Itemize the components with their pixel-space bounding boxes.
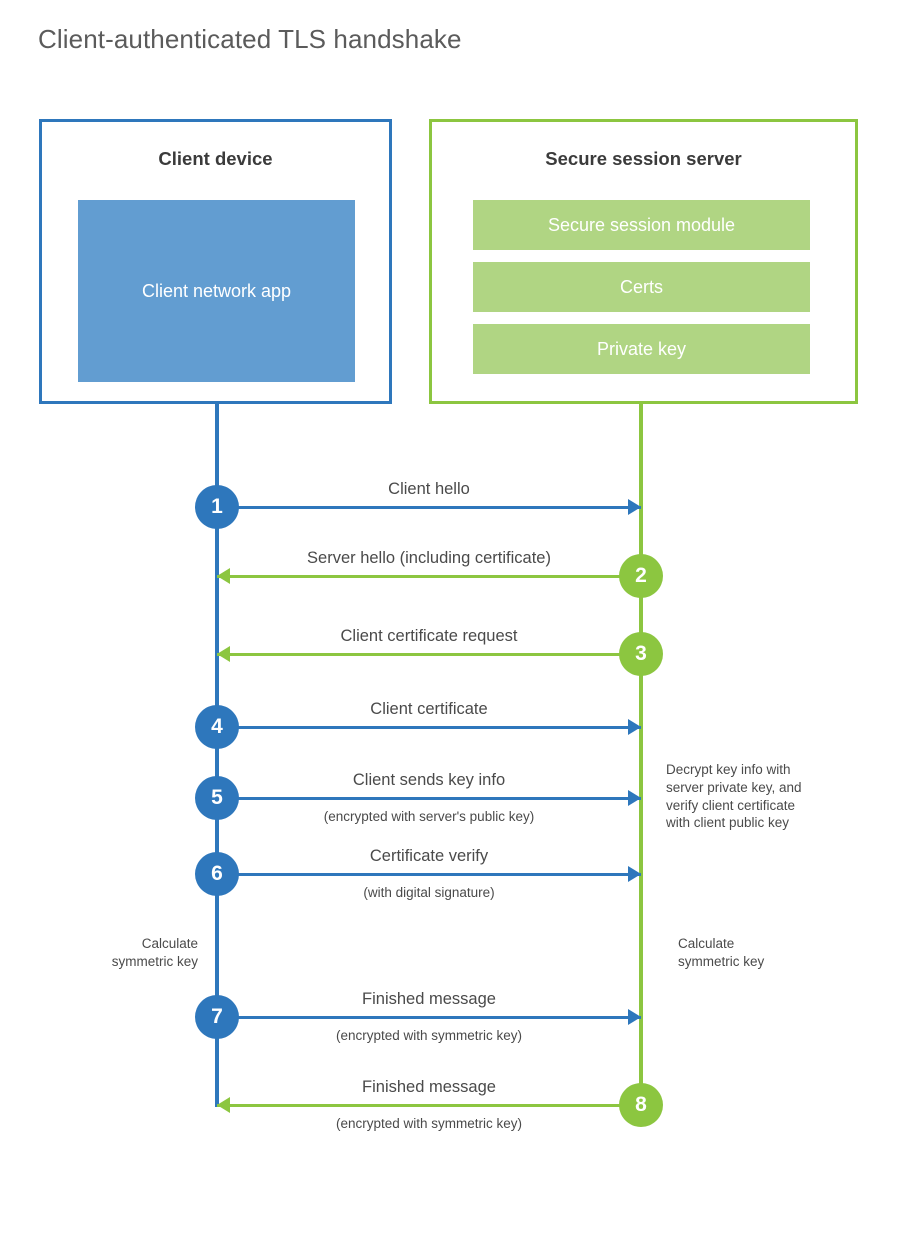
server-lifeline <box>639 404 643 1107</box>
message-arrow-4 <box>217 726 641 729</box>
note-server-calculate-symmetric-key: Calculate symmetric key <box>678 936 765 969</box>
message-label-5: Client sends key info <box>352 771 506 789</box>
message-arrow-3 <box>217 653 641 656</box>
message-label-3: Client certificate request <box>340 627 518 645</box>
message-arrow-5 <box>217 797 641 800</box>
step-circle-6[interactable]: 6 <box>195 852 239 896</box>
message-arrow-2 <box>217 575 641 578</box>
message-label-1: Client hello <box>388 480 470 498</box>
private-key-box: Private key <box>473 324 810 374</box>
certs-box: Certs <box>473 262 810 312</box>
arrowhead-icon-7 <box>628 1009 641 1025</box>
message-label-4: Client certificate <box>370 700 488 718</box>
note-server-decrypt-key-info: Decrypt key info with server private key… <box>666 762 802 831</box>
client-device-title: Client device <box>158 148 273 169</box>
step-circle-3[interactable]: 3 <box>619 632 663 676</box>
message-arrow-1 <box>217 506 641 509</box>
client-device-box: Client device Client network app <box>39 119 392 404</box>
secure-session-module-box: Secure session module <box>473 200 810 250</box>
arrowhead-icon-5 <box>628 790 641 806</box>
message-label-6: Certificate verify <box>369 847 489 865</box>
step-circle-8[interactable]: 8 <box>619 1083 663 1127</box>
message-arrow-8 <box>217 1104 641 1107</box>
message-label-7: Finished message <box>362 990 496 1008</box>
client-lifeline <box>215 404 219 1107</box>
arrowhead-icon-4 <box>628 719 641 735</box>
step-circle-2[interactable]: 2 <box>619 554 663 598</box>
arrowhead-icon-1 <box>628 499 641 515</box>
message-label-2: Server hello (including certificate) <box>307 549 551 567</box>
step-circle-5[interactable]: 5 <box>195 776 239 820</box>
message-sublabel-7: (encrypted with symmetric key) <box>335 1028 523 1043</box>
message-sublabel-8: (encrypted with symmetric key) <box>335 1116 523 1131</box>
message-arrow-6 <box>217 873 641 876</box>
arrowhead-icon-6 <box>628 866 641 882</box>
client-network-app-box: Client network app <box>78 200 355 382</box>
message-arrow-7 <box>217 1016 641 1019</box>
message-label-8: Finished message <box>362 1078 496 1096</box>
page-title: Client-authenticated TLS handshake <box>38 24 462 54</box>
step-circle-4[interactable]: 4 <box>195 705 239 749</box>
step-circle-7[interactable]: 7 <box>195 995 239 1039</box>
secure-session-server-box: Secure session server Secure session mod… <box>429 119 858 404</box>
secure-session-server-title: Secure session server <box>545 148 742 169</box>
step-circle-1[interactable]: 1 <box>195 485 239 529</box>
arrowhead-icon-3 <box>217 646 230 662</box>
note-client-calculate-symmetric-key: Calculate symmetric key <box>111 936 198 969</box>
message-sublabel-6: (with digital signature) <box>363 885 495 900</box>
arrowhead-icon-8 <box>217 1097 230 1113</box>
arrowhead-icon-2 <box>217 568 230 584</box>
message-sublabel-5: (encrypted with server's public key) <box>323 809 535 824</box>
